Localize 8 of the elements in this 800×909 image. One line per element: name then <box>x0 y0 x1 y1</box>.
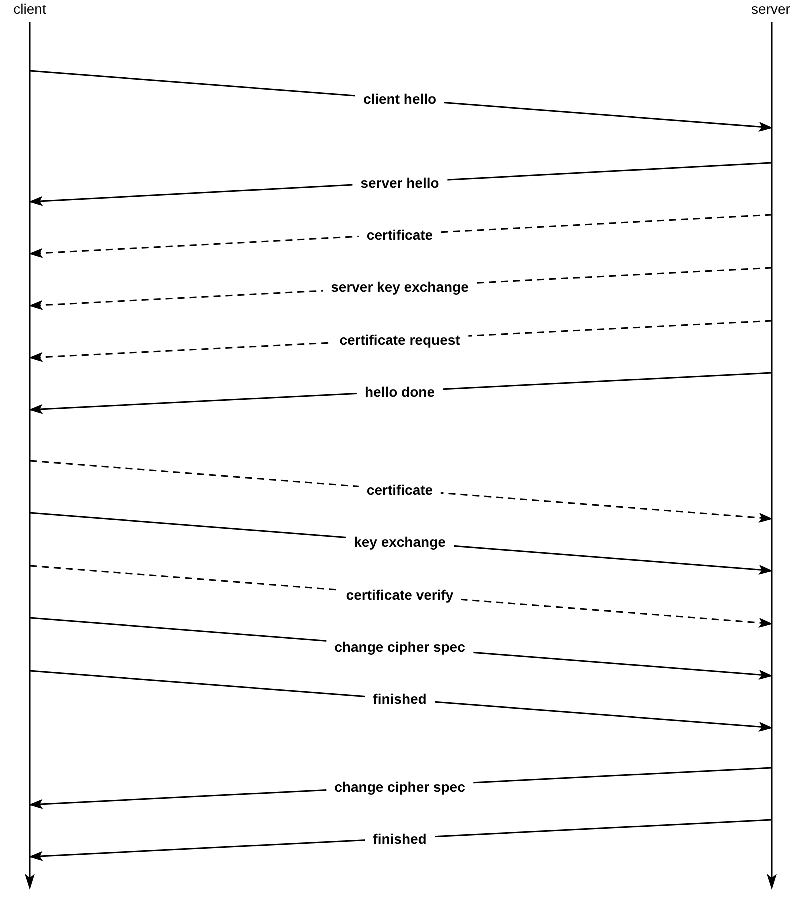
message-arrow <box>30 670 773 732</box>
lifeline-heading: client <box>12 0 48 18</box>
message-arrow <box>29 372 772 414</box>
lifeline-heading: server <box>750 0 792 18</box>
message-arrow <box>29 819 772 862</box>
message-arrow <box>29 214 772 258</box>
message-arrow <box>30 460 773 523</box>
edge-label: change cipher spec <box>326 638 474 656</box>
